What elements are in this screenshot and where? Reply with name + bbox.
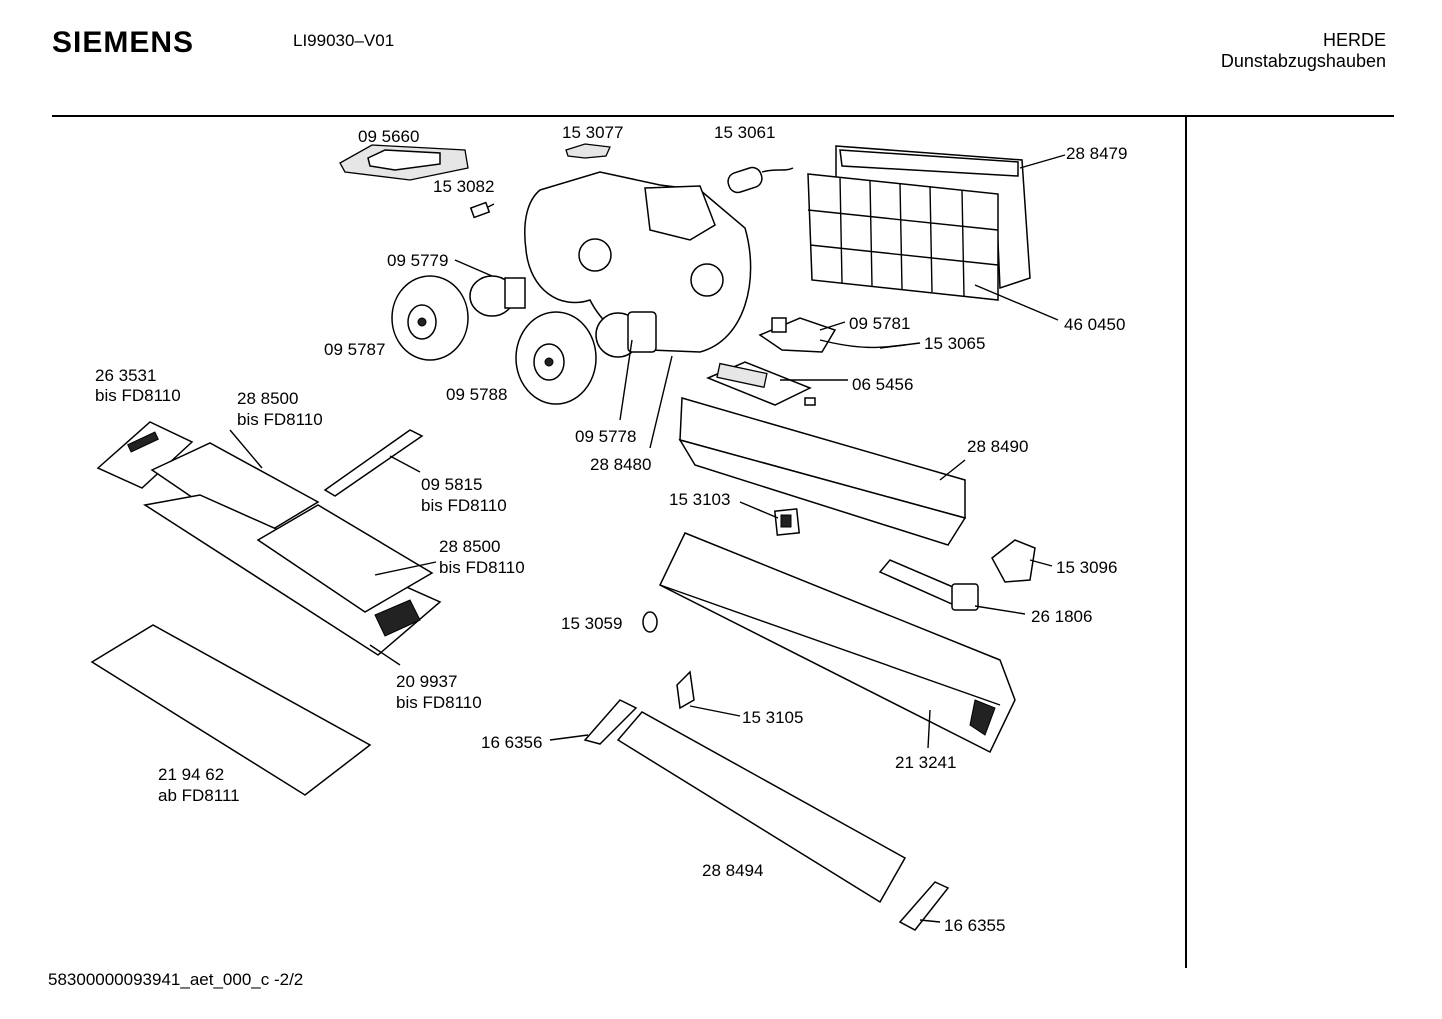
label-095815: 09 5815 [421, 475, 482, 494]
label-095815-note: bis FD8110 [421, 496, 507, 515]
label-153105: 15 3105 [742, 708, 803, 727]
part-095788-drawing [515, 311, 597, 405]
label-288494: 28 8494 [702, 861, 763, 880]
part-166355-drawing [898, 881, 950, 931]
part-095779-drawing [469, 275, 526, 317]
label-166356: 16 6356 [481, 733, 542, 752]
part-153082-drawing [469, 201, 495, 219]
label-263531-note: bis FD8110 [95, 386, 181, 405]
label-095788: 09 5788 [446, 385, 507, 404]
part-153105-drawing [676, 670, 695, 710]
label-153082: 15 3082 [433, 177, 494, 196]
label-288500b-note: bis FD8110 [439, 558, 525, 577]
label-261806: 26 1806 [1031, 607, 1092, 626]
part-153096-drawing [991, 539, 1036, 583]
label-288500a-note: bis FD8110 [237, 410, 323, 429]
label-209937-note: bis FD8110 [396, 693, 482, 712]
part-095660-drawing [339, 144, 469, 181]
label-209937: 20 9937 [396, 672, 457, 691]
leader-lines [229, 154, 1066, 923]
label-095779: 09 5779 [387, 251, 448, 270]
part-095815-drawing [323, 429, 424, 497]
header-divider [52, 115, 1394, 117]
model-number: LI99030–V01 [293, 31, 395, 50]
brand-logo: SIEMENS [52, 26, 195, 59]
part-065456-drawing [706, 361, 816, 406]
label-095781: 09 5781 [849, 314, 910, 333]
category-title: HERDE [1322, 30, 1386, 50]
label-219462-note: ab FD8111 [158, 786, 240, 805]
label-288500b: 28 8500 [439, 537, 500, 556]
part-153059-drawing [642, 611, 658, 633]
part-labels: 09 5660 15 3077 15 3061 28 8479 15 3082 … [95, 123, 1127, 935]
part-095787-drawing [391, 275, 469, 361]
label-288480: 28 8480 [590, 455, 651, 474]
label-166355: 16 6355 [944, 916, 1005, 935]
label-263531: 26 3531 [95, 366, 156, 385]
part-153077-drawing [565, 143, 611, 159]
part-288500b-drawing [256, 504, 434, 613]
footer: 58300000093941_aet_000_c -2/2 [48, 970, 303, 990]
part-095778-drawing [595, 311, 657, 358]
part-213241-drawing [659, 532, 1016, 754]
label-095787: 09 5787 [324, 340, 385, 359]
label-288479: 28 8479 [1066, 144, 1127, 163]
part-153061-drawing [727, 166, 794, 194]
label-219462: 21 94 62 [158, 765, 224, 784]
part-166356-drawing [583, 699, 638, 745]
part-263531-drawing [96, 421, 194, 489]
label-288490: 28 8490 [967, 437, 1028, 456]
label-153061: 15 3061 [714, 123, 775, 142]
part-288480-drawing [524, 171, 752, 353]
label-153059: 15 3059 [561, 614, 622, 633]
part-261806-drawing [878, 559, 979, 611]
category-block: HERDE Dunstabzugshauben [1221, 30, 1386, 72]
category-subtitle: Dunstabzugshauben [1220, 51, 1386, 71]
label-065456: 06 5456 [852, 375, 913, 394]
part-288490-drawing [678, 397, 967, 546]
part-288494-drawing [616, 711, 907, 904]
label-095660: 09 5660 [358, 127, 419, 146]
label-288500a: 28 8500 [237, 389, 298, 408]
label-095778: 09 5778 [575, 427, 636, 446]
label-460450: 46 0450 [1064, 315, 1125, 334]
footer-doc-id: 58300000093941_aet_000_c [48, 970, 270, 989]
label-153103: 15 3103 [669, 490, 730, 509]
footer-page: -2/2 [273, 970, 304, 989]
label-153096: 15 3096 [1056, 558, 1117, 577]
part-460450-drawing [807, 173, 999, 301]
part-153103-drawing [773, 508, 801, 536]
side-divider [1185, 117, 1187, 968]
part-219462-drawing [90, 624, 372, 796]
label-153077: 15 3077 [562, 123, 623, 142]
label-153065: 15 3065 [924, 334, 985, 353]
part-209937-drawing [142, 494, 442, 656]
label-213241: 21 3241 [895, 753, 956, 772]
